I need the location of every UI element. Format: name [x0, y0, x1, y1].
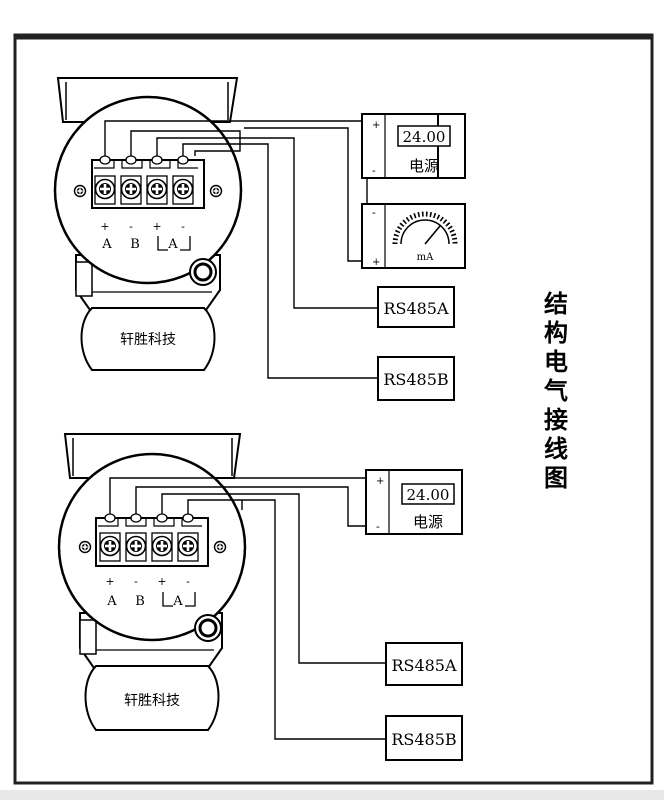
diagram-title-char: 构	[544, 319, 568, 347]
terminal-plus-c-bottom: +	[157, 575, 166, 588]
power-minus-bottom: -	[376, 520, 380, 533]
wiring-bottom	[109, 477, 386, 740]
terminal-plus-c: +	[152, 220, 161, 233]
rs485a-box-bottom	[385, 642, 463, 686]
ammeter-unit: mA	[417, 252, 434, 263]
wiring-top	[104, 120, 378, 379]
terminal-label-pair-bottom: A	[172, 594, 183, 609]
power-display-top: 24.00	[403, 128, 446, 146]
terminal-label-a: A	[101, 237, 112, 252]
diagram-title-char: 结	[544, 290, 568, 318]
transmitter-housing-bottom	[57, 433, 247, 731]
rs485b-box-bottom	[385, 715, 463, 761]
power-plus-bottom: +	[376, 476, 384, 487]
rs485b-label-bottom: RS485B	[391, 730, 456, 749]
ammeter-plus: +	[372, 257, 380, 268]
terminal-labels-bottom: + - + - A B A	[105, 575, 190, 609]
brand-label-bottom: 轩胜科技	[124, 693, 180, 709]
power-plus-top: +	[372, 120, 380, 131]
terminal-minus-d-bottom: -	[186, 575, 190, 588]
terminal-label-a-bottom: A	[106, 594, 117, 609]
terminal-plus-a: +	[100, 220, 109, 233]
rs485a-label-bottom: RS485A	[391, 656, 457, 675]
terminal-label-b: B	[130, 237, 140, 252]
rs485b-label-top: RS485B	[383, 370, 448, 389]
ammeter: mA - +	[361, 203, 466, 269]
rs485a-label-top: RS485A	[383, 299, 449, 318]
terminal-plus-a-bottom: +	[105, 575, 114, 588]
power-display-bottom: 24.00	[407, 486, 450, 504]
diagram-title-char: 接	[544, 406, 568, 434]
terminal-labels-top: + - + - A B A	[100, 220, 185, 252]
power-name-bottom: 电源	[413, 513, 443, 531]
rs485b-box-top	[377, 356, 455, 401]
diagram-title-char: 气	[543, 377, 568, 405]
diagram-title-char: 图	[544, 464, 568, 492]
rs485a-box-top	[377, 286, 455, 328]
power-supply-bottom: 24.00 电源 + -	[365, 469, 463, 535]
transmitter-housing-top	[53, 77, 243, 371]
terminal-minus-b-bottom: -	[134, 575, 138, 588]
power-name-top: 电源	[409, 157, 439, 175]
page-footer-strip	[0, 790, 664, 800]
brand-label-top: 轩胜科技	[120, 332, 176, 348]
terminal-label-b-bottom: B	[135, 594, 145, 609]
terminal-minus-b: -	[129, 220, 133, 233]
diagram-title-char: 线	[544, 435, 568, 463]
power-supply-top: 24.00 电源 + -	[361, 113, 451, 179]
terminal-minus-d: -	[181, 220, 185, 233]
ammeter-minus: -	[372, 206, 376, 219]
power-minus-top: -	[372, 164, 376, 177]
diagram-title: 结构电气接线图	[543, 290, 568, 492]
terminal-label-pair: A	[167, 237, 178, 252]
diagram-title-char: 电	[544, 348, 568, 376]
